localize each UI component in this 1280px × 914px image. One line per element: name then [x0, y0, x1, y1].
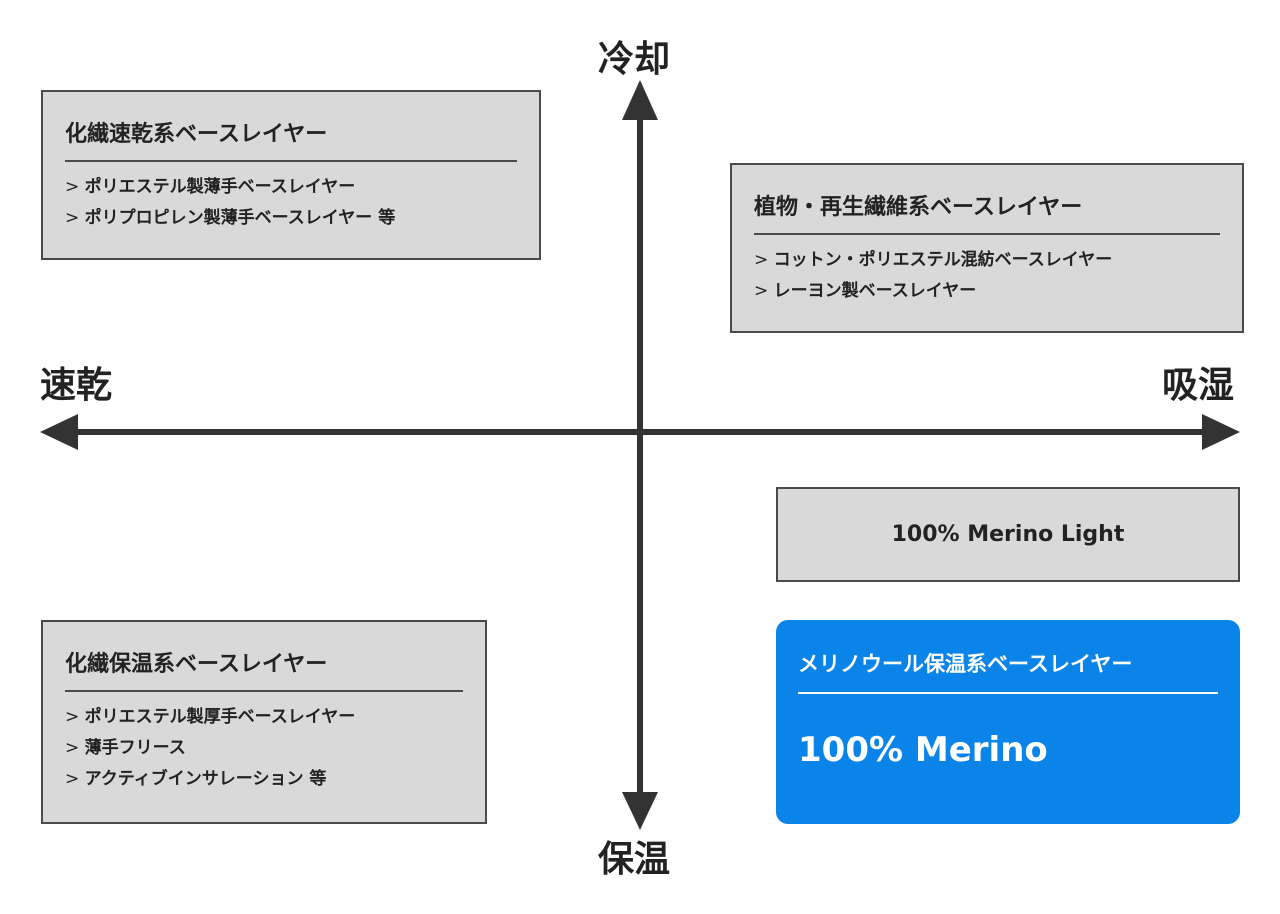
item-list: コットン・ポリエステル混紡ベースレイヤー レーヨン製ベースレイヤー [754, 245, 1220, 307]
box-title: 植物・再生繊維系ベースレイヤー [754, 189, 1220, 235]
list-item: ポリエステル製薄手ベースレイヤー [65, 172, 517, 203]
list-item: ポリプロピレン製薄手ベースレイヤー 等 [65, 203, 517, 234]
box-title: 化繊速乾系ベースレイヤー [65, 116, 517, 162]
quadrant-box-top-left: 化繊速乾系ベースレイヤー ポリエステル製薄手ベースレイヤー ポリプロピレン製薄手… [41, 90, 541, 260]
axis-label-left: 速乾 [40, 365, 113, 406]
axis-label-top: 冷却 [598, 39, 671, 80]
axis-label-bottom: 保温 [598, 839, 671, 880]
arrow-down-icon [622, 792, 658, 830]
list-item: コットン・ポリエステル混紡ベースレイヤー [754, 245, 1220, 276]
item-list: ポリエステル製薄手ベースレイヤー ポリプロピレン製薄手ベースレイヤー 等 [65, 172, 517, 234]
quadrant-box-bottom-left: 化繊保温系ベースレイヤー ポリエステル製厚手ベースレイヤー 薄手フリース アクテ… [41, 620, 487, 824]
axis-label-right: 吸湿 [1162, 365, 1235, 406]
quadrant-box-top-right: 植物・再生繊維系ベースレイヤー コットン・ポリエステル混紡ベースレイヤー レーヨ… [730, 163, 1244, 333]
merino-label: 100% Merino [798, 730, 1048, 770]
list-item: 薄手フリース [65, 733, 463, 764]
merino-highlight-box: メリノウール保温系ベースレイヤー 100% Merino [776, 620, 1240, 824]
list-item: レーヨン製ベースレイヤー [754, 276, 1220, 307]
arrow-right-icon [1202, 414, 1240, 450]
list-item: ポリエステル製厚手ベースレイヤー [65, 702, 463, 733]
arrow-left-icon [40, 414, 78, 450]
merino-light-label: 100% Merino Light [891, 522, 1125, 547]
item-list: ポリエステル製厚手ベースレイヤー 薄手フリース アクティブインサレーション 等 [65, 702, 463, 795]
list-item: アクティブインサレーション 等 [65, 764, 463, 795]
box-title: 化繊保温系ベースレイヤー [65, 646, 463, 692]
vertical-axis [622, 80, 658, 830]
merino-light-box: 100% Merino Light [776, 487, 1240, 582]
horizontal-axis [40, 414, 1240, 450]
highlight-title: メリノウール保温系ベースレイヤー [798, 648, 1218, 694]
arrow-up-icon [622, 80, 658, 120]
